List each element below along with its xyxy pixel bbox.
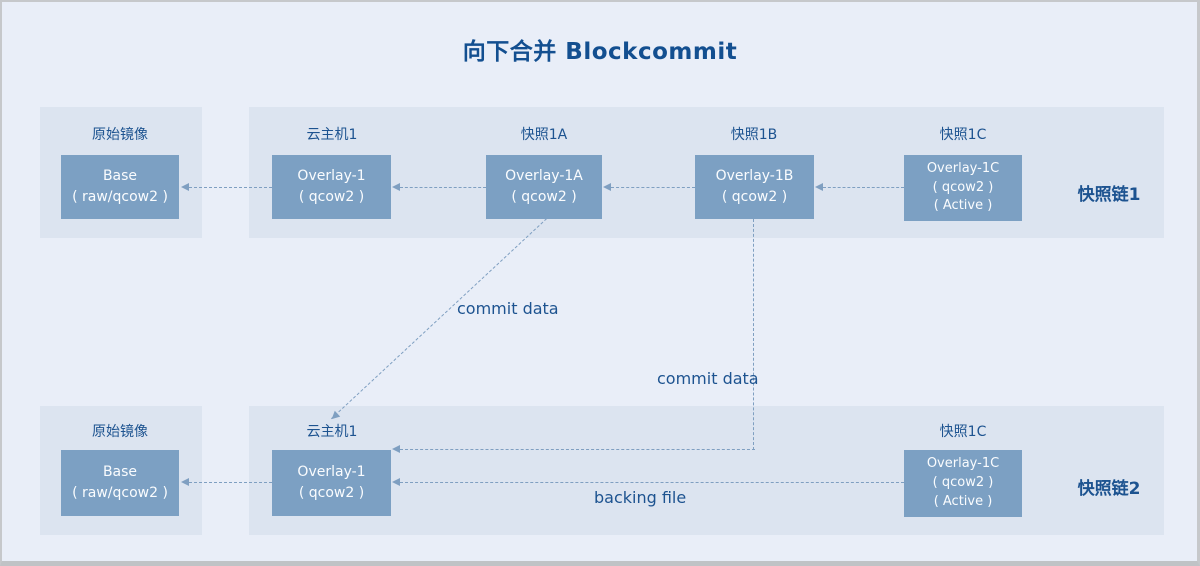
node-overlay1a-line1: Overlay-1A <box>505 168 583 184</box>
label-origin-chain2: 原始镜像 <box>92 424 148 440</box>
node-base-chain2-line2: ( raw/qcow2 ) <box>72 485 168 501</box>
label-host-chain1: 云主机1 <box>306 127 358 143</box>
annotation-commit-data-b: commit data <box>657 369 759 388</box>
node-overlay1-chain2: Overlay-1 ( qcow2 ) <box>272 450 391 516</box>
arrowhead-overlay1b <box>815 183 823 191</box>
connector-commit-overlay1b-vertical <box>753 219 754 450</box>
label-snapshot-1c-chain1: 快照1C <box>939 127 987 143</box>
arrowhead-overlay1-chain1 <box>392 183 400 191</box>
arrowhead-overlay1a <box>603 183 611 191</box>
node-overlay1c-chain1-line3: ( Active ) <box>933 198 993 214</box>
arrowhead-overlay1-chain2 <box>392 478 400 486</box>
node-overlay1-chain1: Overlay-1 ( qcow2 ) <box>272 155 391 219</box>
node-overlay1c-chain2-line2: ( qcow2 ) <box>932 475 994 491</box>
node-base-chain2: Base ( raw/qcow2 ) <box>61 450 179 516</box>
connector-overlay1-to-base-chain1 <box>189 187 272 188</box>
arrowhead-base-chain2 <box>181 478 189 486</box>
node-overlay1-chain2-line2: ( qcow2 ) <box>298 485 365 501</box>
node-overlay1a: Overlay-1A ( qcow2 ) <box>486 155 602 219</box>
annotation-commit-data-a: commit data <box>457 299 559 318</box>
arrowhead-base-chain1 <box>181 183 189 191</box>
node-overlay1c-chain2-line3: ( Active ) <box>933 493 993 509</box>
connector-overlay1-to-base-chain2 <box>189 482 272 483</box>
node-overlay1a-line2: ( qcow2 ) <box>511 189 577 205</box>
connector-commit-overlay1a <box>328 218 547 423</box>
node-overlay1c-chain1-line1: Overlay-1C <box>926 160 1000 176</box>
diagram-title: 向下合并 Blockcommit <box>462 39 738 65</box>
connector-overlay1b-to-overlay1a <box>611 187 695 188</box>
connector-overlay1a-to-overlay1 <box>400 187 486 188</box>
label-chain2-name: 快照链2 <box>1077 479 1141 499</box>
node-overlay1c-chain1: Overlay-1C ( qcow2 ) ( Active ) <box>904 155 1022 221</box>
label-chain1-name: 快照链1 <box>1077 185 1141 205</box>
arrowhead-commit-overlay1b <box>392 445 400 453</box>
label-origin-chain1: 原始镜像 <box>92 127 148 143</box>
node-overlay1b: Overlay-1B ( qcow2 ) <box>695 155 814 219</box>
label-host-chain2: 云主机1 <box>306 424 358 440</box>
node-base-chain1-line2: ( raw/qcow2 ) <box>72 189 168 205</box>
node-overlay1c-chain1-line2: ( qcow2 ) <box>932 179 994 195</box>
connector-commit-overlay1b-horizontal <box>400 449 755 450</box>
node-overlay1b-line1: Overlay-1B <box>715 168 794 184</box>
connector-overlay1c-to-overlay1b <box>823 187 904 188</box>
node-base-chain1-line1: Base <box>102 168 138 184</box>
node-overlay1-chain2-line1: Overlay-1 <box>297 464 366 480</box>
label-snapshot-1a: 快照1A <box>520 127 568 143</box>
label-snapshot-1c-chain2: 快照1C <box>939 424 987 440</box>
connector-overlay1c-to-overlay1-chain2 <box>400 482 904 483</box>
node-overlay1c-chain2-line1: Overlay-1C <box>926 456 1000 472</box>
node-overlay1c-chain2: Overlay-1C ( qcow2 ) ( Active ) <box>904 450 1022 517</box>
node-overlay1-chain1-line2: ( qcow2 ) <box>298 189 365 205</box>
node-overlay1-chain1-line1: Overlay-1 <box>297 168 366 184</box>
node-base-chain1: Base ( raw/qcow2 ) <box>61 155 179 219</box>
node-base-chain2-line1: Base <box>102 464 138 480</box>
label-snapshot-1b: 快照1B <box>730 127 778 143</box>
annotation-backing-file: backing file <box>594 488 687 507</box>
node-overlay1b-line2: ( qcow2 ) <box>721 189 788 205</box>
